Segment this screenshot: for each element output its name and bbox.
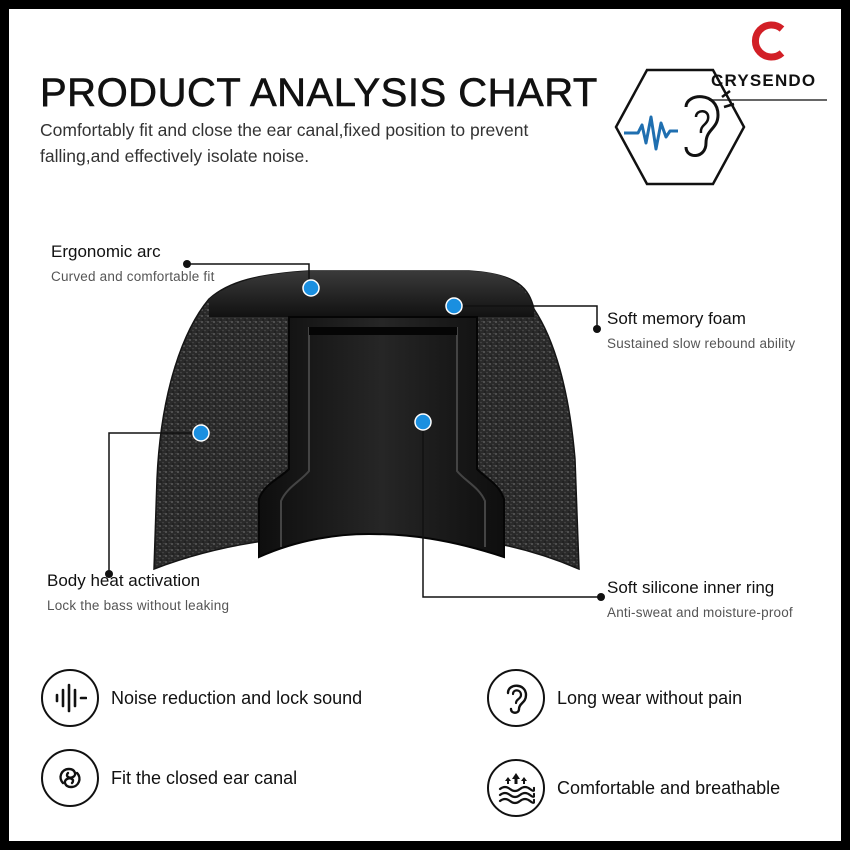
callout-desc: Sustained slow rebound ability <box>607 336 796 351</box>
marker-memory-foam <box>445 297 463 315</box>
page-subtitle: Comfortably fit and close the ear canal,… <box>40 120 529 166</box>
ear-sound-hexagon-icon <box>614 68 746 186</box>
callout-title: Soft memory foam <box>607 309 746 328</box>
silicone-inner-ring <box>258 316 505 559</box>
callout-desc: Curved and comfortable fit <box>51 269 215 284</box>
marker-inner-ring <box>414 413 432 431</box>
callout-body-heat: Body heat activation Lock the bass witho… <box>47 571 229 613</box>
ear-icon <box>487 669 545 727</box>
product-poster: PRODUCT ANALYSIS CHART Comfortably fit a… <box>9 9 841 841</box>
marker-body-heat <box>192 424 210 442</box>
ear-tip-cross-section <box>105 260 605 601</box>
callout-title: Soft silicone inner ring <box>607 578 775 597</box>
callout-desc: Anti-sweat and moisture-proof <box>607 605 793 620</box>
brand-logo-icon <box>751 21 785 61</box>
callout-ergonomic-arc: Ergonomic arc Curved and comfortable fit <box>51 242 215 284</box>
feature-breathable: Comfortable and breathable <box>487 759 780 817</box>
feature-long-wear: Long wear without pain <box>487 669 742 727</box>
feature-label: Noise reduction and lock sound <box>111 687 363 708</box>
callout-desc: Lock the bass without leaking <box>47 598 230 613</box>
page-title: PRODUCT ANALYSIS CHART <box>40 71 598 116</box>
feature-label: Comfortable and breathable <box>557 777 781 798</box>
callout-soft-memory-foam: Soft memory foam Sustained slow rebound … <box>607 309 795 351</box>
callout-silicone-inner-ring: Soft silicone inner ring Anti-sweat and … <box>607 578 793 620</box>
breathable-waves-icon <box>487 759 545 817</box>
rim-cap <box>209 271 534 317</box>
feature-label: Long wear without pain <box>557 687 743 708</box>
feature-label: Fit the closed ear canal <box>111 767 298 788</box>
brand-name: CRYSENDO <box>711 71 817 90</box>
brand-underline <box>709 99 827 101</box>
feature-noise-reduction: Noise reduction and lock sound <box>41 669 362 727</box>
marker-ergonomic-arc <box>302 279 320 297</box>
feature-closed-canal: Fit the closed ear canal <box>41 749 297 807</box>
callout-title: Body heat activation <box>47 571 201 590</box>
callout-title: Ergonomic arc <box>51 242 161 261</box>
brand: CRYSENDO <box>709 19 839 105</box>
swirl-icon <box>41 749 99 807</box>
sound-wave-icon <box>41 669 99 727</box>
